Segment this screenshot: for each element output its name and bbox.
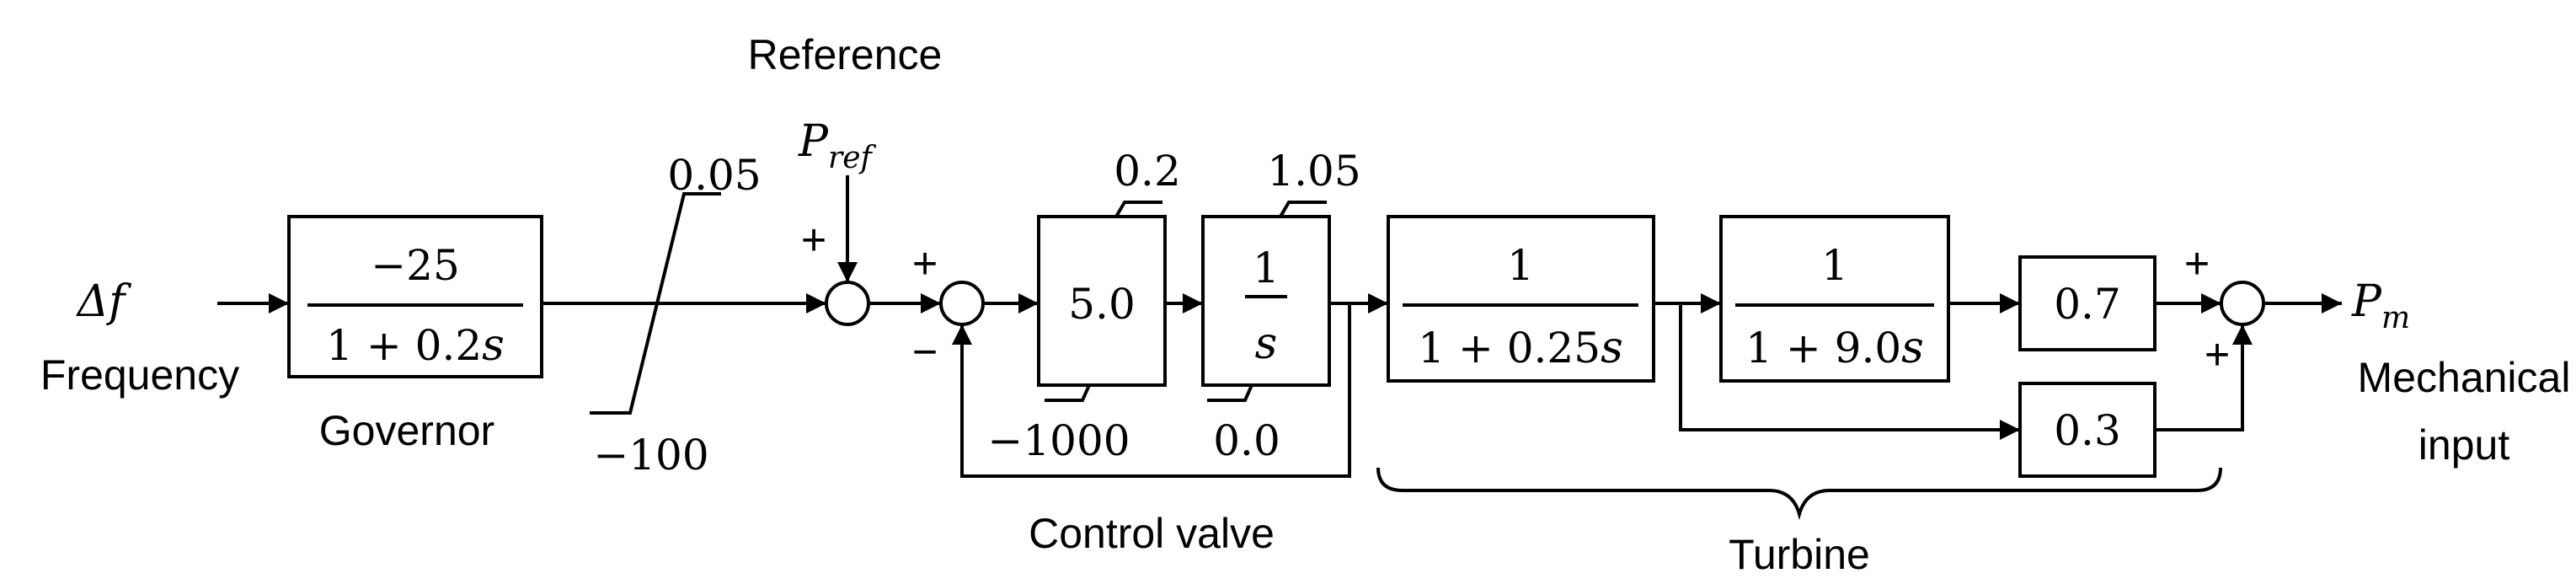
sum3-plus-top: +: [2184, 239, 2210, 288]
turbine-brace: [1376, 467, 2222, 521]
summing-junction-valve: [939, 281, 985, 326]
output-symbol: Pm: [2351, 276, 2410, 335]
integrator-lower-limit: [1207, 384, 1253, 402]
turbine-gain-a-block: [2018, 255, 2156, 351]
valve-gain-block: [1037, 215, 1167, 387]
integrator-lower-value: 0.0: [1213, 416, 1280, 465]
turbine-gain-a-value: 0.7: [2054, 280, 2121, 329]
sum1-plus-sign: +: [801, 216, 826, 265]
input-label: Frequency: [40, 351, 239, 399]
reference-symbol: Pref: [798, 116, 877, 175]
governor-label: Governor: [319, 407, 494, 454]
turbine-bypass-path: [1679, 303, 2020, 440]
reference-label: Reference: [748, 31, 943, 78]
valve-gain-lower-limit: [1045, 384, 1091, 402]
limiter-lower: −100: [593, 431, 708, 480]
summing-junction-reference: [825, 281, 870, 326]
valve-gain-value: 5.0: [1068, 280, 1136, 329]
turbine-block-2-numerator: 1: [1821, 241, 1848, 290]
turbine-label: Turbine: [1729, 531, 1870, 578]
output-label-line2: input: [2418, 421, 2510, 469]
turbine-block-1-numerator: 1: [1507, 241, 1534, 290]
governor-denominator: 1 + 0.2s: [326, 320, 505, 371]
sum3-plus-bottom: +: [2205, 330, 2230, 379]
input-symbol: Δf: [76, 276, 132, 327]
turbine-block-1: [1387, 215, 1655, 383]
valve-gain-upper-limit: [1114, 201, 1162, 218]
control-valve-label: Control valve: [1029, 510, 1275, 557]
integrator-upper-limit: [1279, 201, 1327, 218]
valve-gain-lower-value: −1000: [987, 416, 1130, 465]
sum2-minus-sign: −: [912, 328, 938, 377]
integrator-denominator: s: [1255, 319, 1278, 369]
governor-numerator: −25: [371, 241, 460, 290]
summing-junction-output: [2220, 281, 2265, 326]
valve-gain-upper-value: 0.2: [1114, 147, 1181, 196]
governor-limiter: [590, 192, 721, 415]
gain-b-to-sum-path: [2155, 324, 2253, 431]
valve-integrator-block: [1201, 215, 1331, 387]
governor-block: −25 1 + 0.2s: [287, 215, 543, 378]
limiter-upper: 0.05: [667, 151, 761, 200]
integrator-numerator: 1: [1253, 244, 1280, 292]
turbine-gain-b-block: [2018, 382, 2156, 478]
turbine-block-1-denominator: 1 + 0.25s: [1418, 323, 1623, 373]
sum2-plus-sign: +: [912, 239, 938, 288]
turbine-gain-b-value: 0.3: [2054, 406, 2121, 455]
turbine-block-2-denominator: 1 + 9.0s: [1745, 323, 1924, 373]
integrator-upper-value: 1.05: [1267, 147, 1360, 196]
output-label-line1: Mechanical: [2358, 354, 2571, 401]
turbine-block-2: [1719, 215, 1950, 383]
valve-feedback-path: [952, 303, 1351, 478]
